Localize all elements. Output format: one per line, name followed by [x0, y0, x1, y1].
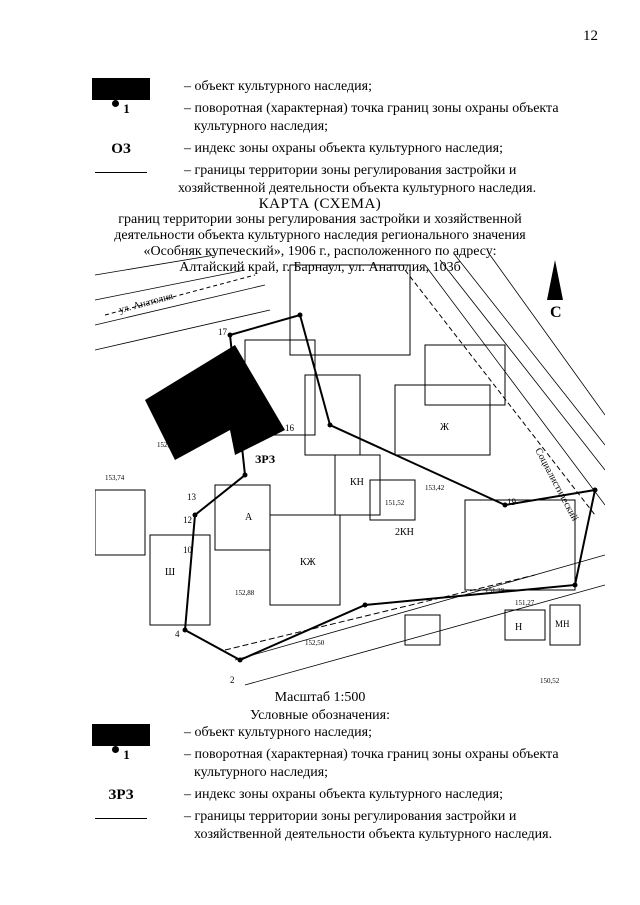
legend-item-boundary: – границы территории зоны регулирования …	[184, 809, 517, 824]
building-code: А	[245, 512, 253, 523]
elevation-label: 152,50	[305, 639, 325, 647]
boundary-line-symbol	[92, 162, 150, 173]
heritage-object	[145, 345, 285, 460]
map-title-line: границ территории зоны регулирования зас…	[118, 212, 522, 227]
legend-item-boundary-cont: хозяйственной деятельности объекта культ…	[178, 181, 537, 196]
legend-item-point-cont: культурного наследия;	[194, 765, 329, 780]
legend-item-boundary: – границы территории зоны регулирования …	[184, 163, 517, 178]
point-number: 10	[183, 545, 193, 555]
building-code: КН	[350, 477, 364, 488]
point-number: 19	[507, 497, 517, 507]
zone-index-label: ЗРЗ	[255, 452, 275, 466]
legend-heading: Условные обозначения:	[249, 708, 391, 723]
map-title-line: «Особняк купеческий», 1906 г., расположе…	[143, 244, 497, 259]
map-scale: Масштаб 1:500	[274, 690, 366, 705]
north-arrow-icon	[547, 260, 563, 300]
elevation-label: 152,88	[235, 589, 255, 597]
legend-item-boundary-cont: хозяйственной деятельности объекта культ…	[194, 827, 553, 842]
legend-item-index: – индекс зоны охраны объекта культурного…	[184, 141, 503, 156]
legend-item-index: – индекс зоны охраны объекта культурного…	[184, 787, 503, 802]
north-label: С	[550, 304, 562, 321]
point-number: 4	[175, 629, 180, 639]
map-title: КАРТА (СХЕМА) границ территории зоны рег…	[100, 196, 540, 276]
cadastral-map: С ЗРЗ Социалистический ул. Анатолия КН 2…	[95, 255, 605, 686]
legend-item-point-cont: культурного наследия;	[194, 119, 329, 134]
elevation-label: 150,52	[540, 677, 560, 685]
elevation-label: 152,96	[157, 441, 177, 449]
heritage-object-swatch	[92, 78, 150, 100]
elevation-label: 151,29	[485, 587, 505, 595]
point-number: 12	[183, 515, 192, 525]
turning-point-symbol: 1	[92, 100, 150, 118]
building-code: Ж	[440, 422, 449, 433]
legend-item-point: – поворотная (характерная) точка границ …	[184, 101, 559, 116]
point-number: 17	[218, 327, 228, 337]
boundary-line-symbol	[92, 808, 150, 819]
building-code: Ш	[165, 567, 175, 578]
building-code: 2КН	[395, 527, 414, 538]
building-code: КЖ	[300, 557, 316, 568]
zone-index-symbol: ОЗ	[111, 141, 131, 157]
legend-bottom: – объект культурного наследия; 1 – повор…	[92, 724, 612, 844]
point-number: 16	[285, 423, 295, 433]
street-label-left: ул. Анатолия	[118, 291, 175, 316]
point-number: 2	[230, 675, 235, 685]
legend-item-object: – объект культурного наследия;	[184, 79, 372, 94]
legend-item-point: – поворотная (характерная) точка границ …	[184, 747, 559, 762]
turning-point-symbol: 1	[92, 746, 150, 764]
zone-index-symbol: ЗРЗ	[108, 787, 134, 803]
map-title-main: КАРТА (СХЕМА)	[258, 196, 382, 212]
legend-item-object: – объект культурного наследия;	[184, 725, 372, 740]
map-title-line: деятельности объекта культурного наследи…	[114, 228, 526, 243]
elevation-label: 151,27	[515, 599, 535, 607]
map-title-line: Алтайский край, г. Барнаул, ул. Анатолия…	[179, 260, 461, 275]
elevation-label: 151,52	[385, 499, 405, 507]
heritage-object-swatch	[92, 724, 150, 746]
building-code: Н	[515, 622, 522, 633]
elevation-label: 153,42	[425, 484, 445, 492]
building-code: МН	[555, 619, 570, 629]
elevation-label: 153,74	[105, 474, 125, 482]
street-label-right: Социалистический	[532, 446, 580, 523]
page-number: 12	[583, 28, 598, 44]
legend-top: – объект культурного наследия; 1 – повор…	[92, 78, 612, 198]
point-number: 13	[187, 492, 197, 502]
